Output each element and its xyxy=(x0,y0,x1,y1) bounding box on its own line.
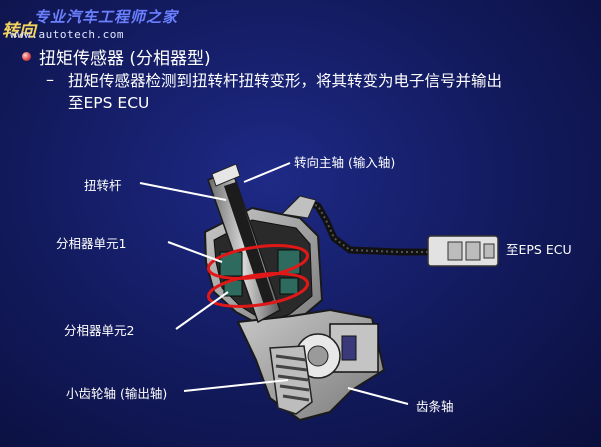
leader-line-resolver1 xyxy=(167,241,223,263)
leader-line-pinion xyxy=(183,379,289,392)
ecu-connector xyxy=(427,235,499,267)
label-pinion-shaft: 小齿轮轴 (输出轴) xyxy=(66,386,168,401)
leader-line-rack xyxy=(347,387,409,405)
label-rack-shaft: 齿条轴 xyxy=(416,399,454,414)
pinion-gear xyxy=(269,345,313,415)
bullet-item: 扭矩传感器 (分相器型) xyxy=(22,44,211,69)
sub-bullet: – 扭矩传感器检测到扭转杆扭转变形，将其转变为电子信号并输出 至EPS ECU xyxy=(46,70,598,114)
leader-lines xyxy=(139,162,409,405)
bullet-text: 扭矩传感器 (分相器型) xyxy=(39,49,211,69)
leader-line-resolver2 xyxy=(175,291,229,330)
sub-bullet-dash: – xyxy=(46,70,54,89)
slide-corner-title: 转向 xyxy=(2,21,36,41)
resolver-highlight-rings xyxy=(206,244,310,308)
sub-bullet-line-1: 扭矩传感器检测到扭转杆扭转变形，将其转变为电子信号并输出 xyxy=(68,72,503,90)
label-resolver-unit-1: 分相器单元1 xyxy=(56,236,127,251)
label-to-eps-ecu: 至EPS ECU xyxy=(506,242,572,257)
bullet-dot-icon xyxy=(22,52,31,61)
leader-line-steering-shaft xyxy=(243,162,291,183)
watermark-chinese: 专业汽车工程师之家 xyxy=(34,8,179,26)
label-torsion-bar: 扭转杆 xyxy=(84,178,122,193)
label-steering-shaft: 转向主轴 (输入轴) xyxy=(294,155,396,170)
sensor-cable xyxy=(280,195,430,256)
sub-bullet-text: 扭矩传感器检测到扭转杆扭转变形，将其转变为电子信号并输出 至EPS ECU xyxy=(68,70,598,114)
gear-housing xyxy=(236,308,386,422)
sub-bullet-line-2: 至EPS ECU xyxy=(68,94,150,112)
watermark-url: www.autotech.com xyxy=(10,28,124,41)
label-resolver-unit-2: 分相器单元2 xyxy=(64,323,135,338)
leader-line-torsion-bar xyxy=(139,182,227,201)
